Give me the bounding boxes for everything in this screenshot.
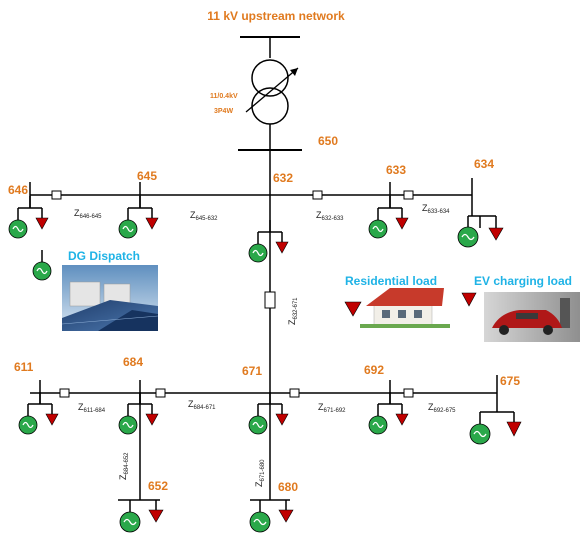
der-645 xyxy=(119,196,158,238)
bus-label-650: 650 xyxy=(318,134,338,148)
impedance-611-684: Z611-684 xyxy=(78,402,106,414)
bus-label-633: 633 xyxy=(386,163,406,177)
house-image xyxy=(360,288,450,328)
legend-ev-charging-label: EV charging load xyxy=(474,274,572,288)
impedance-645-632: Z645-632 xyxy=(190,210,218,222)
load-675 xyxy=(506,421,522,437)
bus-label-611: 611 xyxy=(14,360,34,374)
line-switch xyxy=(403,388,414,398)
line-switch xyxy=(264,291,276,309)
legend-residential-load-label: Residential load xyxy=(345,274,437,288)
impedance-632-671: Z632-671 xyxy=(287,297,299,325)
der-633 xyxy=(369,196,408,238)
impedance-633-634: Z633-634 xyxy=(422,203,450,215)
der-632 xyxy=(249,220,288,262)
bus-label-634: 634 xyxy=(474,157,494,171)
transformer-config: 3P4W xyxy=(214,108,233,115)
line-switch xyxy=(155,388,166,398)
legend-generator-icon xyxy=(32,250,52,281)
der-611 xyxy=(19,392,58,434)
legend-dg-dispatch-label: DG Dispatch xyxy=(68,249,140,263)
load-680 xyxy=(278,509,294,523)
impedance-646-645: Z646-645 xyxy=(74,208,102,220)
solar-farm-image xyxy=(61,265,159,331)
bus-label-652: 652 xyxy=(148,479,168,493)
ev-car-image xyxy=(484,292,580,342)
der-684 xyxy=(119,392,158,434)
line-switch xyxy=(312,190,323,200)
impedance-671-680: Z671-680 xyxy=(254,459,266,487)
load-652 xyxy=(148,509,164,523)
bus-label-680: 680 xyxy=(278,480,298,494)
der-671 xyxy=(249,392,288,434)
der-646 xyxy=(9,196,48,238)
line-switch xyxy=(289,388,300,398)
bus-label-645: 645 xyxy=(137,169,157,183)
impedance-692-675: Z692-675 xyxy=(428,402,456,414)
line-switch xyxy=(51,190,62,200)
impedance-632-633: Z632-633 xyxy=(316,210,344,222)
legend-load-icon xyxy=(344,301,362,317)
transformer-icon xyxy=(245,59,299,125)
der-692 xyxy=(369,392,408,434)
diagram-title: 11 kV upstream network xyxy=(207,9,345,23)
bus-label-646: 646 xyxy=(8,183,28,197)
impedance-671-692: Z671-692 xyxy=(318,402,346,414)
impedance-684-671: Z684-671 xyxy=(188,399,216,411)
bus-label-632: 632 xyxy=(273,171,293,185)
bus-label-671: 671 xyxy=(242,364,262,378)
bus-label-675: 675 xyxy=(500,374,520,388)
bus-label-684: 684 xyxy=(123,355,143,369)
line-switch xyxy=(59,388,70,398)
legend-ev-load-icon xyxy=(461,292,477,307)
line-switch xyxy=(403,190,414,200)
load-634 xyxy=(488,227,504,241)
bus-label-692: 692 xyxy=(364,363,384,377)
impedance-684-652: Z684-652 xyxy=(118,452,130,480)
transformer-rating: 11/0.4kV xyxy=(210,93,238,100)
